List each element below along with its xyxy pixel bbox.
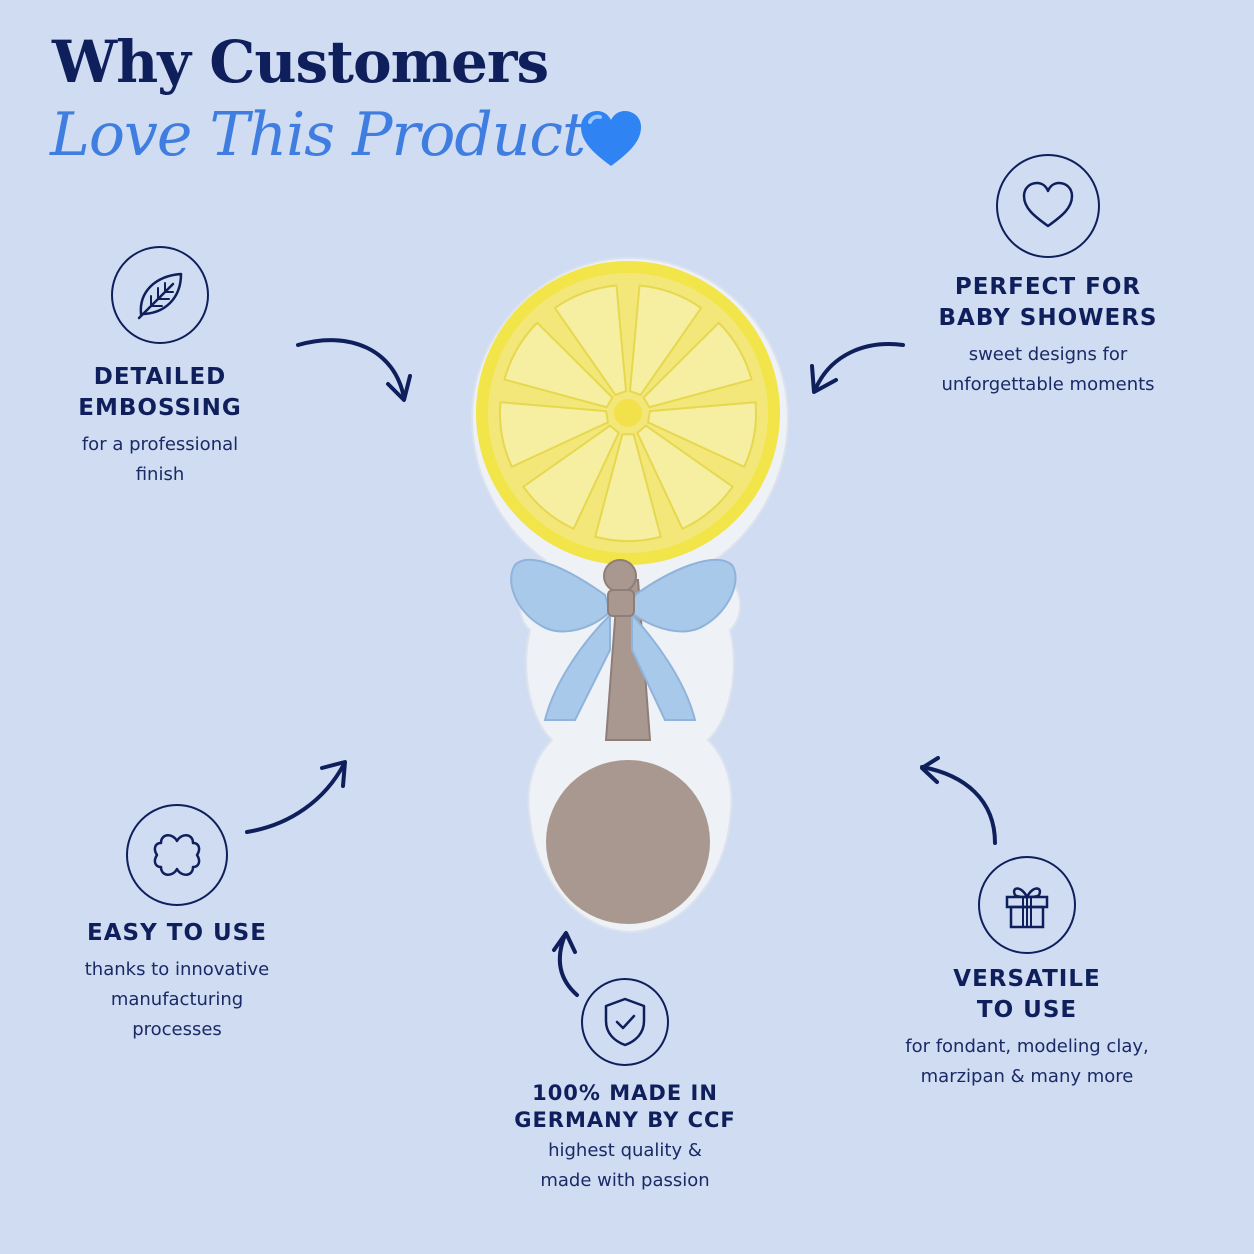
feature-title: TO USE	[976, 997, 1078, 1023]
feature-title: EASY TO USE	[87, 920, 267, 946]
clover-icon	[126, 804, 228, 906]
lemon-wedge	[642, 321, 753, 409]
arrow-versatile	[920, 765, 997, 845]
lemon-wedge	[636, 424, 735, 531]
lemon-wedge	[646, 401, 757, 469]
leaf-icon	[111, 246, 209, 344]
feature-versatile: VERSATILE TO USE for fondant, modeling c…	[882, 856, 1172, 1092]
feature-title: EMBOSSING	[78, 395, 242, 421]
gift-icon	[978, 856, 1076, 954]
lemon-wedge	[521, 424, 620, 531]
lemon-wedge	[499, 401, 610, 469]
arrow-easy	[245, 762, 346, 834]
feature-title: BABY SHOWERS	[938, 305, 1158, 331]
feature-title: 100% MADE IN	[532, 1081, 718, 1105]
shield-check-icon	[581, 978, 669, 1066]
feature-baby-showers: PERFECT FOR BABY SHOWERS sweet designs f…	[918, 154, 1178, 400]
rattle-mold-image	[470, 256, 790, 934]
feature-title: GERMANY BY CCF	[514, 1108, 736, 1132]
arrow-baby-showers	[813, 342, 905, 392]
blue-heart-icon	[581, 111, 641, 166]
arrow-embossing	[296, 338, 406, 400]
lemon-wedge	[503, 321, 614, 409]
feature-title: PERFECT FOR	[954, 274, 1142, 300]
lemon-wedge	[553, 284, 628, 397]
feature-made-in-germany: 100% MADE IN GERMANY BY CCF highest qual…	[500, 978, 750, 1196]
headline-line-1: Why Customers	[52, 28, 549, 96]
arrow-germany	[557, 933, 579, 997]
feature-description: highest quality &made with passion	[540, 1140, 710, 1191]
feature-description: for fondant, modeling clay,marzipan & ma…	[905, 1036, 1149, 1087]
headline-line-2: Love This Product	[50, 100, 586, 170]
heart-icon	[996, 154, 1100, 258]
lemon-wedge	[628, 284, 703, 397]
feature-title: VERSATILE	[953, 966, 1101, 992]
feature-title: DETAILED	[93, 364, 227, 390]
lemon-wedge	[593, 433, 663, 542]
